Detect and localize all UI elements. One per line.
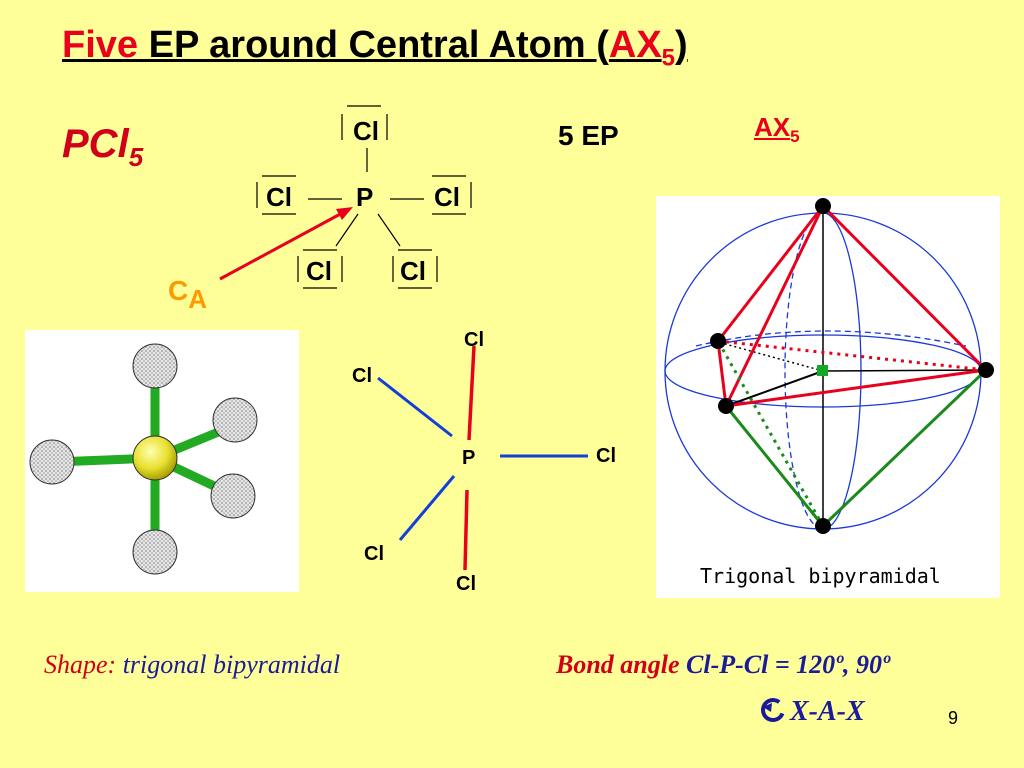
lewis-cl-right: Cl	[434, 182, 460, 212]
lewis-cl-top: Cl	[353, 116, 379, 146]
title-ax: AX	[608, 24, 662, 66]
ca-sub: A	[188, 284, 207, 314]
title-close: )	[675, 24, 688, 66]
title-middle: EP around Central Atom (	[138, 24, 609, 66]
bond-angle-value: Cl-P-Cl = 120º, 90º	[686, 650, 890, 679]
ax-sub: 5	[790, 127, 800, 147]
lewis-p-central: P	[356, 182, 373, 212]
sphere-geometry-icon	[664, 198, 994, 534]
angle-icon	[761, 698, 785, 722]
wedge-p-central: P	[462, 447, 475, 469]
wedge-cl-upper-left: Cl	[352, 365, 372, 387]
lewis-cl-bottom-right: Cl	[400, 256, 426, 286]
slide-title: Five EP around Central Atom (AX5)	[62, 24, 688, 73]
geometry-caption: Trigonal bipyramidal	[700, 564, 941, 588]
wedge-cl-lower-left: Cl	[364, 543, 384, 565]
angle-notation-text: X-A-X	[790, 696, 865, 727]
ball-and-stick-model	[25, 330, 299, 592]
ca-main: C	[168, 275, 188, 306]
trigonal-bipyramidal-diagram	[656, 196, 1000, 598]
molecule-formula: PCl5	[62, 122, 143, 173]
shape-label: Shape:	[44, 650, 117, 679]
central-atom-label: CA	[168, 275, 207, 314]
formula-sub: 5	[128, 142, 144, 172]
electron-pair-count: 5 EP	[558, 120, 619, 151]
wedge-diagram: P Cl Cl Cl Cl Cl	[352, 329, 616, 595]
ax-notation: AX5	[754, 112, 800, 147]
formula-main: PCl	[62, 122, 129, 166]
bond-angle-label: Bond angle	[556, 650, 680, 679]
angle-notation: X-A-X	[760, 696, 865, 728]
shape-statement: Shape: trigonal bipyramidal	[44, 650, 340, 680]
title-five: Five	[62, 24, 139, 66]
wedge-cl-bottom: Cl	[456, 573, 476, 595]
lewis-structure: Cl Cl P Cl Cl Cl CA	[168, 105, 472, 314]
slide-number: 9	[948, 708, 959, 728]
title-ax-sub: 5	[661, 44, 676, 72]
wedge-cl-top: Cl	[464, 329, 484, 351]
shape-value: trigonal bipyramidal	[122, 650, 341, 679]
bond-angle-statement: Bond angle Cl-P-Cl = 120º, 90º	[556, 650, 890, 680]
lewis-cl-bottom-left: Cl	[306, 256, 332, 286]
ax-main: AX	[754, 112, 791, 142]
ball-stick-model-icon	[29, 343, 258, 575]
arrow-head-icon	[336, 207, 353, 220]
central-atom-arrow	[219, 210, 345, 281]
lewis-cl-left: Cl	[266, 182, 292, 212]
wedge-cl-right: Cl	[596, 445, 616, 467]
